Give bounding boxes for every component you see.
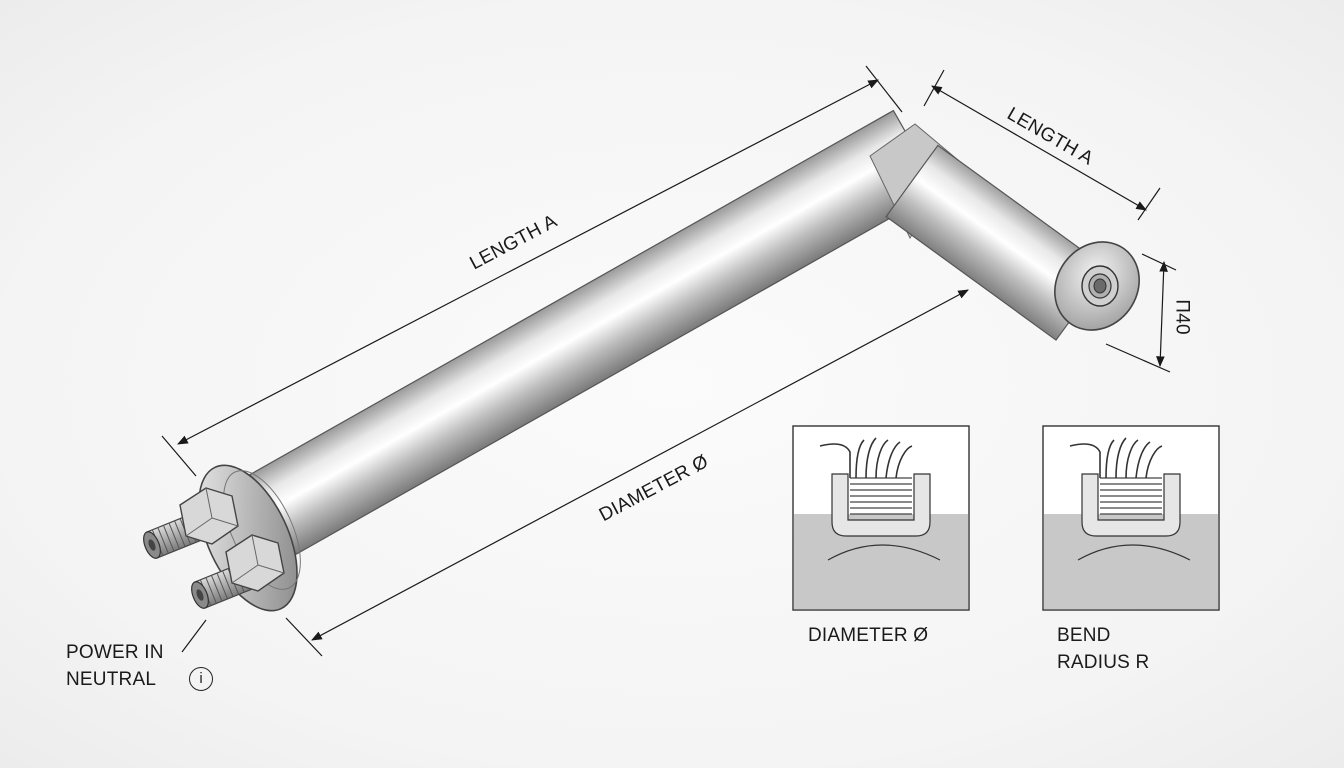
dimension-diameter-main [285, 289, 969, 657]
label-end-dimension: Π40 [1171, 299, 1193, 335]
dimension-end-diameter [1105, 253, 1177, 373]
label-neutral: NEUTRAL [66, 669, 157, 690]
detail-caption-bend: BEND [1057, 625, 1111, 646]
detail-box-diameter [792, 425, 970, 611]
label-power-in: POWER IN [66, 642, 164, 663]
terminal-stud-lower [191, 534, 285, 609]
terminal-stud-upper [143, 487, 239, 559]
terminal-leader-line [181, 619, 207, 653]
detail-caption-radius: RADIUS R [1057, 652, 1150, 673]
dimension-length-long [161, 65, 903, 477]
tube-end-cap [1054, 241, 1140, 331]
detail-box-bend-radius [1042, 425, 1220, 611]
info-icon[interactable]: i [189, 667, 213, 691]
dimension-length-short [923, 69, 1161, 221]
detail-caption-diameter: DIAMETER Ø [808, 625, 929, 646]
